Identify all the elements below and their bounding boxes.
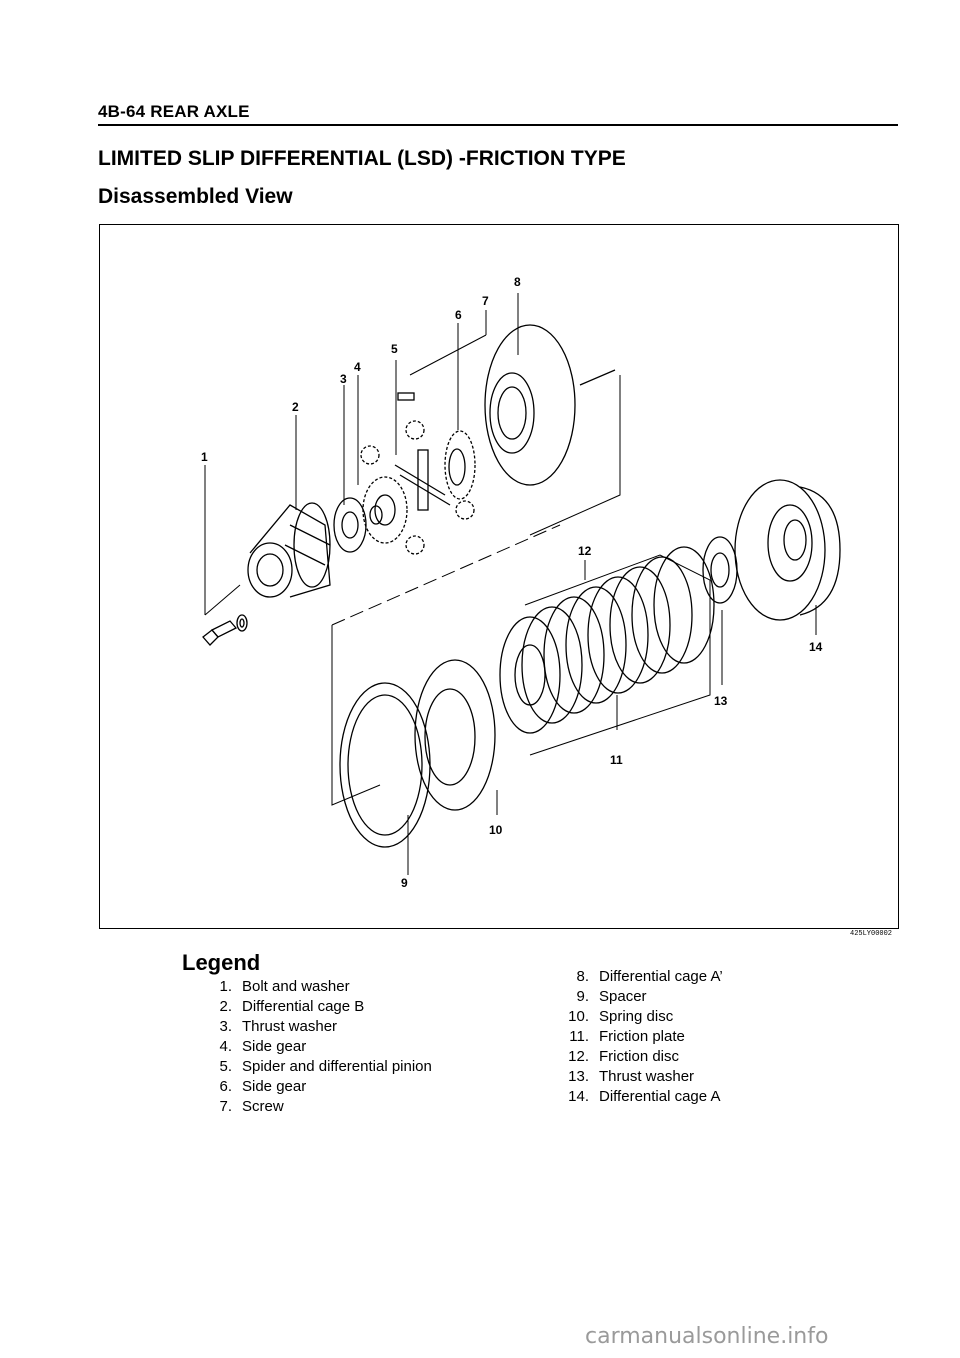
callout-6: 6 — [455, 308, 462, 322]
section-title: Disassembled View — [98, 185, 293, 208]
legend-item: 12.Friction disc — [568, 1048, 680, 1065]
legend-item: 13.Thrust washer — [568, 1068, 695, 1085]
legend-right-column: 8.Differential cage A’ 9.Spacer 10.Sprin… — [555, 967, 723, 1107]
differential-cage-a-prime — [484, 324, 616, 486]
legend-item: 3.Thrust washer — [219, 1018, 338, 1035]
side-gear-left — [362, 476, 408, 544]
callout-14: 14 — [809, 640, 823, 654]
legend-item: 11.Friction plate — [569, 1028, 685, 1045]
legend-item: 14.Differential cage A — [568, 1088, 721, 1105]
legend-item: 6.Side gear — [219, 1078, 307, 1095]
callout-8: 8 — [514, 275, 521, 289]
differential-cage-a — [734, 479, 841, 621]
legend-item: 1.Bolt and washer — [219, 978, 350, 995]
callout-leaders — [204, 293, 817, 875]
header-rule — [98, 124, 898, 126]
screw — [397, 392, 415, 401]
exploded-view-figure: 1 2 3 4 5 6 7 8 9 10 11 12 13 14 — [99, 224, 899, 929]
callout-5: 5 — [391, 342, 398, 356]
exploded-diagram: 1 2 3 4 5 6 7 8 9 10 11 12 13 14 — [201, 275, 841, 890]
spacer — [339, 682, 431, 848]
legend-item: 7.Screw — [219, 1098, 284, 1115]
callout-11: 11 — [610, 753, 623, 767]
thrust-washer-left — [333, 497, 367, 553]
callout-12: 12 — [578, 544, 592, 558]
legend-item: 8.Differential cage A’ — [576, 968, 723, 985]
legend-item: 10.Spring disc — [568, 1008, 674, 1025]
callout-7: 7 — [482, 294, 489, 308]
spider-and-pinions — [360, 420, 475, 555]
callout-numbers: 1 2 3 4 5 6 7 8 9 10 11 12 13 14 — [201, 275, 823, 890]
watermark: carmanualsonline.info — [585, 1324, 829, 1349]
legend-item: 2.Differential cage B — [219, 998, 365, 1015]
page-header: 4B-64 REAR AXLE — [98, 102, 250, 121]
legend-item: 4.Side gear — [219, 1038, 307, 1055]
callout-13: 13 — [714, 694, 728, 708]
callout-10: 10 — [489, 823, 503, 837]
callout-2: 2 — [292, 400, 299, 414]
legend-title: Legend — [182, 950, 261, 975]
friction-disc-pack — [499, 546, 715, 734]
thrust-washer-right — [702, 536, 738, 604]
side-gear-right — [444, 430, 476, 500]
legend-item: 9.Spacer — [576, 988, 647, 1005]
callout-3: 3 — [340, 372, 347, 386]
differential-cage-b — [247, 502, 331, 598]
bolt-and-washer — [202, 614, 248, 646]
callout-1: 1 — [201, 450, 208, 464]
document-title: LIMITED SLIP DIFFERENTIAL (LSD) -FRICTIO… — [98, 147, 626, 170]
legend-left-column: 1.Bolt and washer 2.Differential cage B … — [198, 977, 432, 1117]
spring-disc — [414, 659, 496, 811]
callout-9: 9 — [401, 876, 408, 890]
legend-item: 5.Spider and differential pinion — [219, 1058, 432, 1075]
figure-code: 425LY00002 — [850, 930, 893, 938]
callout-4: 4 — [354, 360, 361, 374]
